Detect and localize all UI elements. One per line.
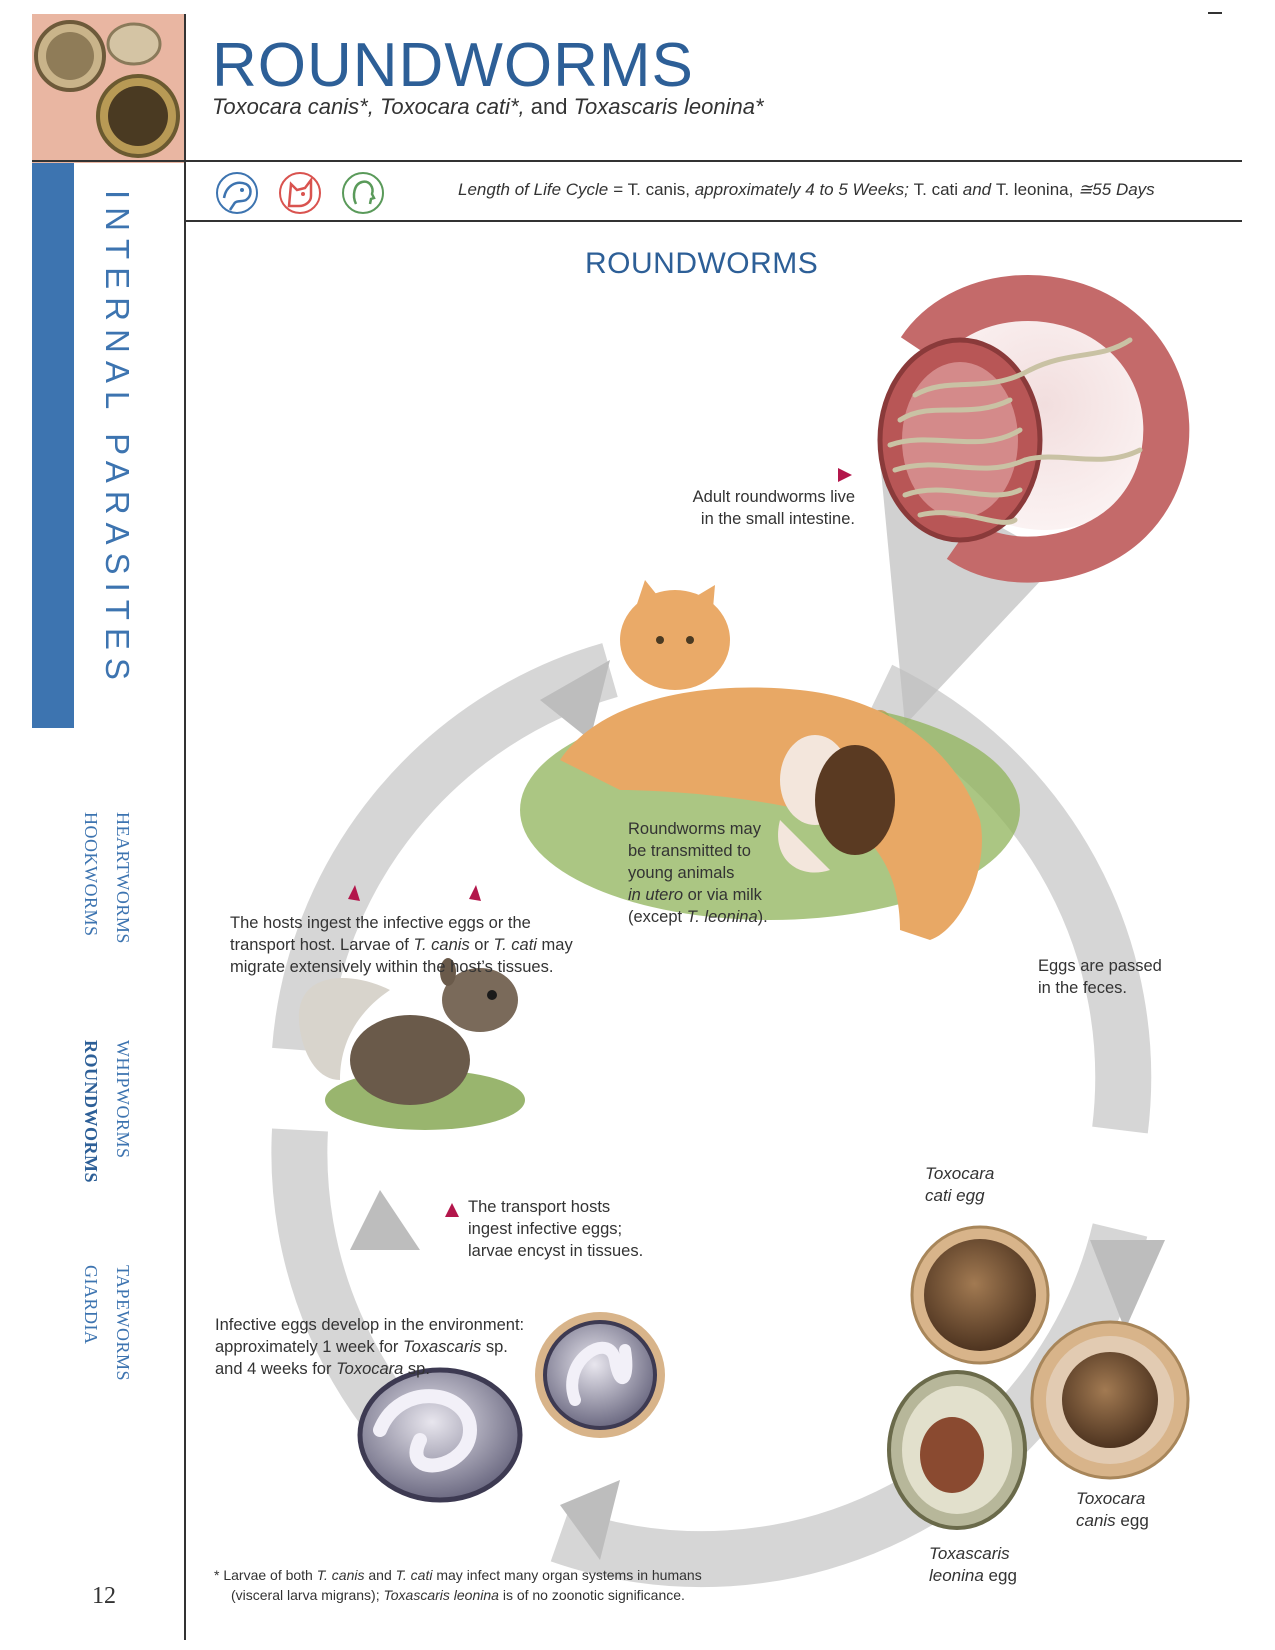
caption-transmission: Roundworms may be transmitted to young a…: [628, 818, 768, 928]
footnote: * Larvae of both T. canis and T. cati ma…: [214, 1565, 702, 1605]
caption-hosts-ingest: The hosts ingest the infective eggs or t…: [230, 912, 573, 978]
intestine-illustration: [871, 280, 1170, 729]
caption-eggs-passed: Eggs are passed in the feces.: [1038, 955, 1162, 999]
caption-transport-hosts: The transport hosts ingest infective egg…: [468, 1196, 643, 1262]
caption-adult-roundworms: Adult roundworms live in the small intes…: [655, 486, 855, 530]
squirrel-illustration: [299, 958, 525, 1130]
caption-infective-eggs: Infective eggs develop in the environmen…: [215, 1314, 524, 1380]
label-toxascaris-leonina-egg: Toxascaris leonina egg: [929, 1543, 1017, 1587]
label-toxocara-cati-egg: Toxocara cati egg: [925, 1163, 994, 1207]
label-toxocara-canis-egg: Toxocara canis egg: [1076, 1488, 1149, 1532]
